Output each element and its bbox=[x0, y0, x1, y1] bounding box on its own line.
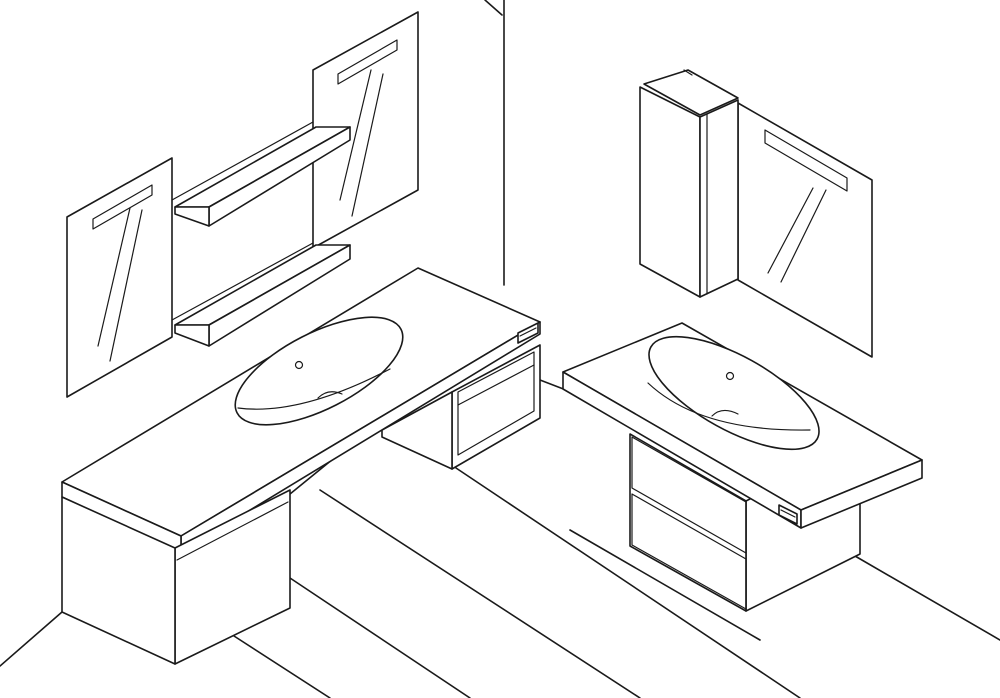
open-shelf-inner-back bbox=[457, 364, 535, 406]
mirror-panel bbox=[737, 102, 873, 358]
mirror-panel bbox=[66, 157, 173, 398]
wall-left-top-edge bbox=[484, 0, 503, 16]
right-mixer-plate bbox=[778, 504, 798, 525]
left-mixer-plate bbox=[517, 322, 539, 344]
left-basin-rim bbox=[234, 316, 404, 426]
floor-line-right-wall bbox=[854, 555, 1000, 641]
open-shelf-unit-side bbox=[381, 391, 453, 470]
right-cabinet-front bbox=[629, 433, 747, 612]
right-countertop-end bbox=[800, 459, 923, 529]
left-vanity bbox=[61, 267, 541, 665]
lower-shelf-side bbox=[174, 324, 210, 347]
right-vanity bbox=[562, 322, 923, 612]
right-basin-inner-curve bbox=[647, 382, 811, 431]
floor-board-5 bbox=[569, 529, 761, 641]
mirror-reflection-2 bbox=[351, 73, 384, 217]
mirror-reflection-1 bbox=[97, 207, 131, 347]
right-wall-cabinet bbox=[639, 69, 739, 298]
floor-board-3 bbox=[319, 489, 641, 698]
left-faucet-hole bbox=[294, 360, 304, 370]
right-mixer-line bbox=[780, 509, 796, 518]
cabinet-door-front bbox=[639, 86, 701, 298]
left-drawer-top-edge bbox=[176, 501, 289, 561]
left-drawer-cabinet-side bbox=[61, 496, 176, 665]
mirror-reflection-2 bbox=[109, 209, 143, 362]
right-basin-rim bbox=[648, 335, 820, 451]
cabinet-top bbox=[643, 69, 739, 116]
mirror-light-strip bbox=[337, 39, 398, 85]
right-drawer-upper bbox=[631, 436, 747, 554]
left-basin-inner-curve bbox=[237, 368, 391, 410]
right-drawer-lower bbox=[631, 493, 747, 610]
open-shelf-inner bbox=[457, 351, 535, 456]
left-mirror-tall bbox=[312, 11, 419, 249]
cabinet-hinge-top bbox=[683, 69, 693, 76]
wall-floor-joint-left bbox=[0, 611, 63, 667]
shelf-wall-back-top bbox=[171, 121, 314, 201]
floor-board-1 bbox=[233, 635, 331, 698]
right-faucet-hole bbox=[725, 371, 735, 381]
floor-board-2 bbox=[289, 577, 471, 698]
mirror-reflection-1 bbox=[767, 187, 814, 274]
left-mixer-line bbox=[519, 327, 537, 337]
wall-floor-joint-right bbox=[539, 379, 567, 391]
floor-board-4 bbox=[455, 467, 801, 698]
mirror-panel bbox=[312, 11, 419, 249]
right-mirror bbox=[737, 102, 873, 358]
mirror-reflection-2 bbox=[780, 189, 827, 283]
mirror-light-strip bbox=[764, 129, 848, 192]
upper-shelf-side bbox=[174, 206, 210, 227]
mirror-light-strip bbox=[92, 184, 153, 230]
left-mirror-small bbox=[66, 157, 173, 398]
left-basin-drain-bowl bbox=[317, 391, 343, 399]
right-basin-drain-bowl bbox=[711, 409, 739, 417]
cabinet-side bbox=[699, 99, 739, 298]
shelf-wall-back-bottom bbox=[171, 242, 314, 321]
wall-shelves bbox=[171, 121, 351, 347]
mirror-reflection-1 bbox=[339, 69, 372, 201]
